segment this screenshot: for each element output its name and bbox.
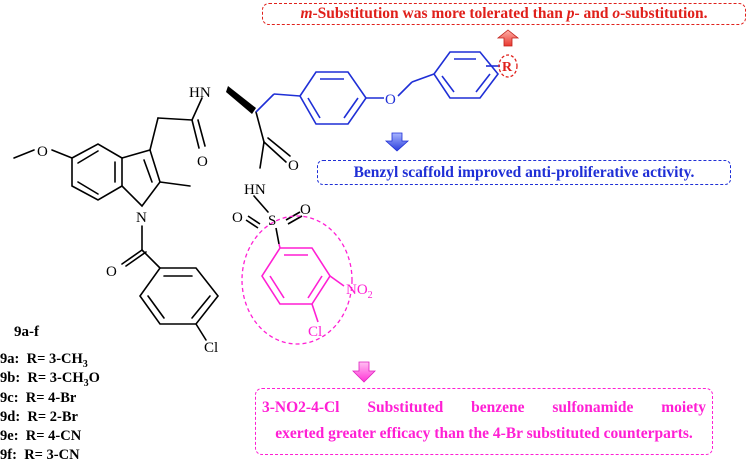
atom-o-amide-2: O bbox=[288, 158, 299, 174]
atom-o-sulfonyl-1: O bbox=[232, 210, 243, 226]
sulfonamide-highlight-circle bbox=[241, 215, 353, 345]
black-skeleton bbox=[13, 88, 291, 341]
wedge-bond bbox=[226, 86, 256, 114]
atom-s: S bbox=[268, 213, 276, 229]
blue-arrow-down bbox=[384, 132, 410, 152]
atom-o-ether: O bbox=[385, 92, 396, 108]
sulfonamide-callout-line-2: exerted greater efficacy than the 4-Br s… bbox=[275, 425, 693, 442]
series-title: 9a-f bbox=[14, 324, 39, 340]
atom-no2: NO2 bbox=[346, 282, 373, 301]
compound-9b: 9b: R= 3-CH3O bbox=[0, 370, 100, 390]
pink-arrow-down bbox=[352, 361, 376, 383]
sulfonamide-callout-line-1: 3-NO2-4-Cl Substituted benzene sulfonami… bbox=[262, 399, 706, 416]
chloronitrophenyl-ring bbox=[261, 243, 345, 323]
sulfonamide-callout: 3-NO2-4-Cl Substituted benzene sulfonami… bbox=[255, 388, 713, 455]
atom-o-benzoyl: O bbox=[106, 264, 117, 280]
atom-hn-sulfonyl: HN bbox=[244, 182, 266, 198]
compound-list: 9a: R= 3-CH3 9b: R= 3-CH3O 9c: R= 4-Br 9… bbox=[0, 350, 100, 466]
atom-cl-ring: Cl bbox=[308, 324, 322, 340]
atom-o-amide-1: O bbox=[197, 154, 208, 170]
compound-9c: 9c: R= 4-Br bbox=[0, 389, 77, 406]
atom-nh-amide: HN bbox=[189, 85, 211, 101]
r-group-highlight bbox=[498, 54, 518, 78]
atom-o-methoxy: O bbox=[37, 144, 48, 160]
atom-cl-benzoyl: Cl bbox=[204, 340, 218, 356]
benzyl-scaffold-callout: Benzyl scaffold improved anti-proliferat… bbox=[317, 160, 731, 185]
meta-substitution-callout: m-Substitution was more tolerated than p… bbox=[262, 3, 746, 25]
compound-9f: 9f: R= 3-CN bbox=[0, 447, 80, 464]
compound-9e: 9e: R= 4-CN bbox=[0, 428, 82, 445]
atom-r: R bbox=[502, 60, 513, 75]
compound-9a: 9a: R= 3-CH3 bbox=[0, 351, 88, 370]
compound-9d: 9d: R= 2-Br bbox=[0, 408, 78, 425]
atom-n-indole: N bbox=[136, 210, 147, 226]
benzyl-scaffold bbox=[255, 51, 500, 125]
atom-o-sulfonyl-2: O bbox=[300, 202, 311, 218]
red-arrow-up bbox=[496, 29, 520, 47]
